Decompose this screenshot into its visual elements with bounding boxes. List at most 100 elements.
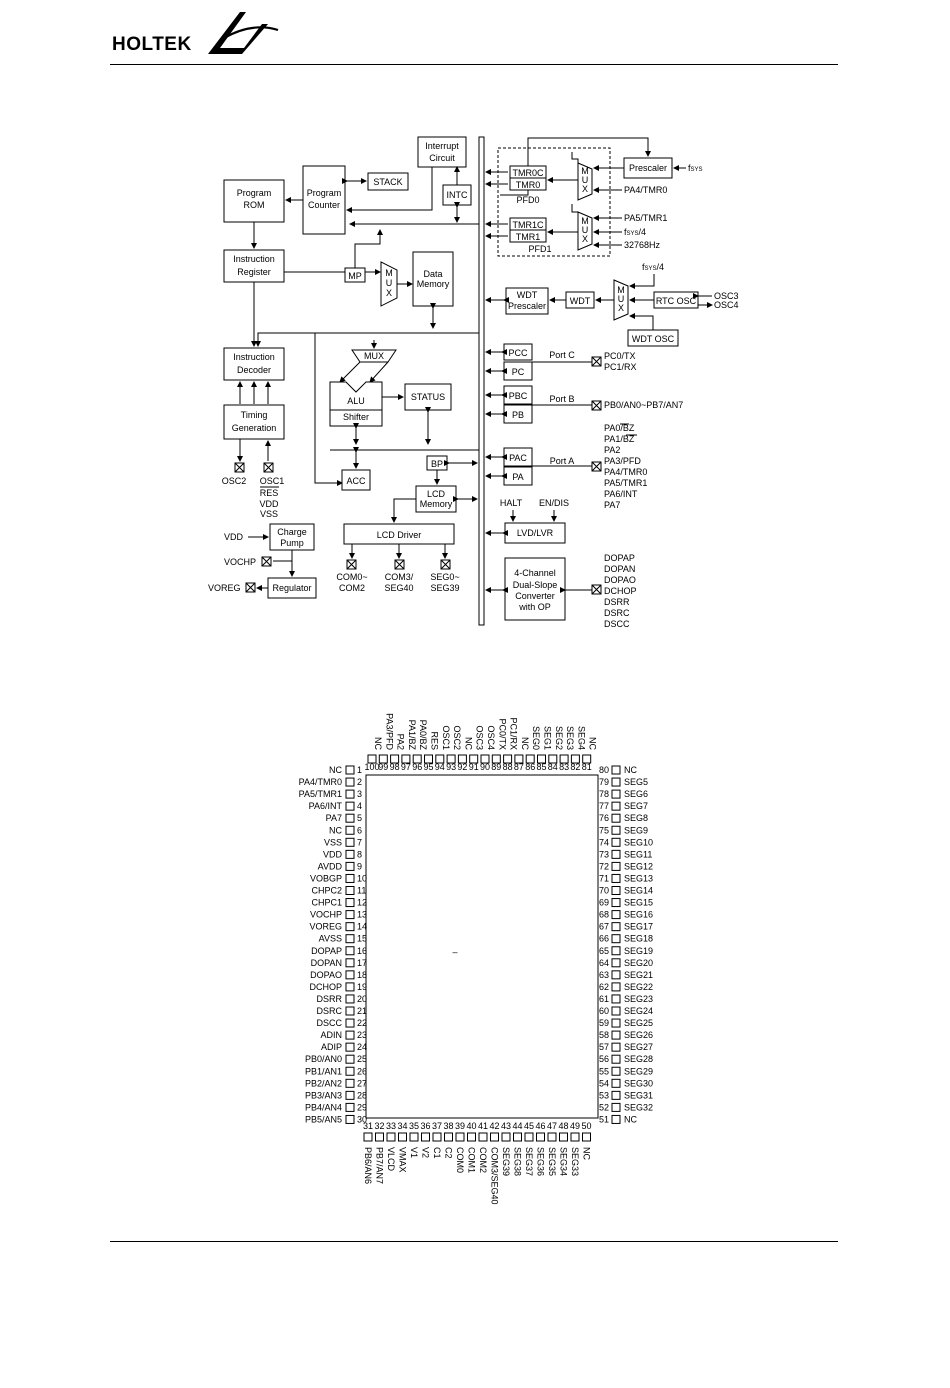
- pin-box: [611, 970, 621, 980]
- pfd0-label: PFD0: [516, 195, 539, 205]
- pin-name-right: SEG26: [624, 1030, 653, 1040]
- pin-name-left: NC: [329, 765, 342, 775]
- pin-name-left: AVSS: [319, 934, 342, 944]
- pin-box: [582, 1132, 591, 1142]
- acc-label: ACC: [346, 476, 366, 486]
- pin-name-right: SEG20: [624, 958, 653, 968]
- pin-number: 78: [599, 789, 609, 799]
- instruction-register-label-2: Register: [237, 267, 271, 277]
- pin-box: [611, 1042, 621, 1052]
- pin-box: [345, 982, 355, 992]
- pin-number: 36: [420, 1121, 430, 1131]
- pin-name-bottom: COM1: [467, 1147, 477, 1173]
- prescaler-label: Prescaler: [629, 163, 667, 173]
- pin-name-right: SEG14: [624, 886, 653, 896]
- pin-name-left: PB5/AN5: [305, 1114, 342, 1124]
- pin-number: 32: [374, 1121, 384, 1131]
- com3-out-label-1: COM3/: [385, 572, 414, 582]
- wdt-label: WDT: [570, 296, 591, 306]
- pin-name-left: DOPAP: [311, 946, 342, 956]
- timing-label-2: Generation: [232, 423, 277, 433]
- pin-box: [611, 777, 621, 787]
- pin-name-left: AVDD: [318, 861, 343, 871]
- fsys4-label: fSYS/4: [624, 227, 646, 237]
- program-rom-label-2: ROM: [244, 200, 265, 210]
- pin-number: 24: [357, 1042, 367, 1052]
- pin-name-top: PA2: [396, 734, 406, 750]
- pin-name-bottom: PB7/AN7: [375, 1147, 385, 1184]
- pin-number: 63: [599, 970, 609, 980]
- seg-out-label-2: SEG39: [430, 583, 459, 593]
- pin-name-top: OSC3: [475, 725, 485, 750]
- pin-name-bottom: V2: [421, 1147, 431, 1158]
- pa-label: PA: [512, 472, 523, 482]
- pin-name-left: CHPC2: [311, 886, 342, 896]
- pa-pin-6: PA6/INT: [604, 489, 638, 499]
- pin-name-bottom: C2: [444, 1147, 454, 1159]
- pin-box: [490, 1132, 499, 1142]
- pc-pin-1: PC1/RX: [604, 362, 637, 372]
- mux-tmr1-x: X: [582, 234, 588, 244]
- pin-box: [455, 1132, 465, 1142]
- pin-number: 73: [599, 849, 609, 859]
- pin-box: [345, 922, 355, 932]
- lcd-memory-label-1: LCD: [427, 489, 446, 499]
- pin-name-bottom: COM0: [455, 1147, 465, 1173]
- pin-box: [611, 1066, 621, 1076]
- pin-box: [611, 946, 621, 956]
- mux-data-label-m: M: [385, 268, 393, 278]
- pin-box: [345, 849, 355, 859]
- pin-box: [536, 1132, 545, 1142]
- instruction-decoder-label-2: Decoder: [237, 365, 271, 375]
- mux-alu-label: MUX: [364, 351, 384, 361]
- pin-name-left: PA7: [326, 813, 342, 823]
- pin-number: 81: [582, 762, 592, 772]
- pin-number: 31: [363, 1121, 373, 1131]
- pa-pin-2: PA2: [604, 445, 620, 455]
- lvd-lvr-label: LVD/LVR: [517, 528, 554, 538]
- timer-dashed-frame: [497, 147, 611, 257]
- tmr1c-label: TMR1C: [513, 220, 544, 230]
- pin-number: 80: [599, 765, 609, 775]
- pin-number: 51: [599, 1114, 609, 1124]
- mux-data-mem: [380, 261, 398, 307]
- com-out-label-1: COM0~: [336, 572, 367, 582]
- pin-name-right: SEG12: [624, 861, 653, 871]
- pin-box: [345, 801, 355, 811]
- pin-name-right: NC: [624, 1114, 637, 1124]
- port-b-label: Port B: [549, 394, 574, 404]
- converter-pin-0: DOPAP: [604, 553, 635, 563]
- pin-number: 87: [514, 762, 524, 772]
- vdd-in-label: VDD: [224, 532, 244, 542]
- pin-box: [611, 910, 621, 920]
- pin-number: 33: [386, 1121, 396, 1131]
- pin-name-bottom: SEG38: [513, 1147, 523, 1176]
- pin-number: 72: [599, 861, 609, 871]
- pin-box: [611, 958, 621, 968]
- mux-tmr1-u: U: [582, 225, 589, 235]
- pa-pin-5: PA5/TMR1: [604, 478, 647, 488]
- pin-box: [559, 754, 569, 764]
- pin-name-top: OSC2: [452, 725, 462, 750]
- pin-number: 20: [357, 994, 367, 1004]
- converter-pin-2: DOPAO: [604, 575, 636, 585]
- pin-box: [611, 1078, 621, 1088]
- pin-box: [345, 1006, 355, 1016]
- pin-box: [501, 1132, 511, 1142]
- pin-box: [345, 898, 355, 908]
- pin-name-top: OSC1: [441, 725, 451, 750]
- pin-name-right: SEG28: [624, 1054, 653, 1064]
- pin-number: 2: [357, 777, 362, 787]
- pin-name-top: NC: [520, 737, 530, 750]
- rtc-osc-label: RTC OSC: [656, 296, 697, 306]
- pin-number: 47: [547, 1121, 557, 1131]
- pin-name-right: SEG13: [624, 873, 653, 883]
- pin-box: [467, 1132, 476, 1142]
- pin-number: 35: [409, 1121, 419, 1131]
- pin-number: 77: [599, 801, 609, 811]
- osc3-label: OSC3: [714, 291, 739, 301]
- pin-box: [611, 994, 621, 1004]
- pin-box: [345, 825, 355, 835]
- tmr1-box: [509, 229, 547, 243]
- pin-name-top: SEG3: [565, 726, 575, 750]
